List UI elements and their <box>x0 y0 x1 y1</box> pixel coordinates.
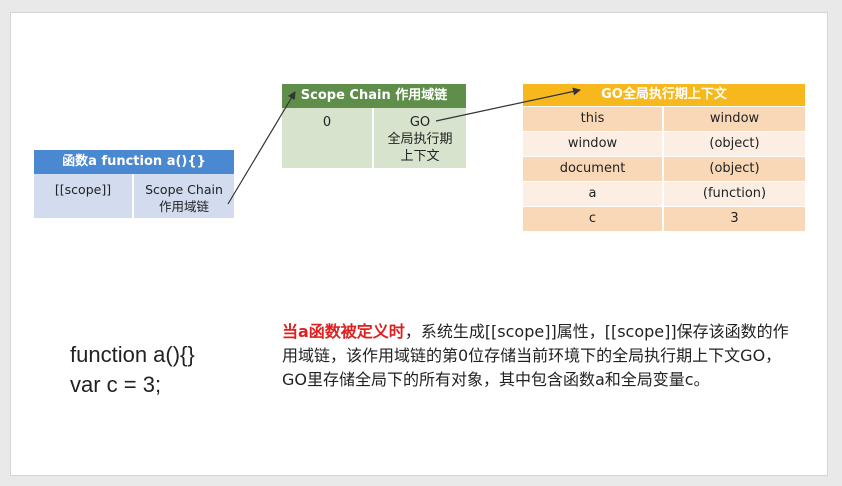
go-row-value: (object) <box>709 161 760 176</box>
code-line-function: function a(){} <box>70 342 195 367</box>
scope-property-value: Scope Chain 作用域链 <box>145 182 223 214</box>
go-table: GO全局执行期上下文 this window window (object) d… <box>523 84 805 231</box>
go-table-header: GO全局执行期上下文 <box>523 84 805 106</box>
code-line-var: var c = 3; <box>70 372 162 397</box>
go-row-key: a <box>523 182 664 206</box>
go-row-key: this <box>523 107 664 131</box>
go-row: window (object) <box>523 131 805 156</box>
go-row-value: (object) <box>709 136 760 151</box>
scope-property-key: [[scope]] <box>34 174 134 218</box>
go-row: a (function) <box>523 181 805 206</box>
go-row: c 3 <box>523 206 805 231</box>
go-row-key: c <box>523 207 664 231</box>
function-a-table-header: 函数a function a(){} <box>34 150 234 174</box>
go-row: this window <box>523 106 805 131</box>
scope-chain-table: Scope Chain 作用域链 0 GO 全局执行期 上下文 <box>282 84 466 168</box>
function-a-scope-row: [[scope]] Scope Chain 作用域链 <box>34 174 234 218</box>
description-text: ，系统生成[[scope]]属性，[[scope]]保存该函数的作用域链，该作用… <box>282 322 789 389</box>
scope-chain-table-header: Scope Chain 作用域链 <box>282 84 466 108</box>
scope-chain-index: 0 <box>282 108 374 168</box>
go-row-key: window <box>523 132 664 156</box>
code-snippet: function a(){} var c = 3; <box>70 340 195 400</box>
go-row: document (object) <box>523 156 805 181</box>
scope-chain-row: 0 GO 全局执行期 上下文 <box>282 108 466 168</box>
go-row-value: (function) <box>702 186 767 201</box>
go-row-value: window <box>709 111 760 126</box>
go-row-key: document <box>523 157 664 181</box>
description-paragraph: 当a函数被定义时，系统生成[[scope]]属性，[[scope]]保存该函数的… <box>282 320 802 392</box>
description-highlight: 当a函数被定义时 <box>282 322 405 341</box>
scope-chain-value: GO 全局执行期 上下文 <box>387 115 453 164</box>
function-a-table: 函数a function a(){} [[scope]] Scope Chain… <box>34 150 234 218</box>
slide-canvas <box>10 12 828 476</box>
go-row-value: 3 <box>730 211 739 226</box>
